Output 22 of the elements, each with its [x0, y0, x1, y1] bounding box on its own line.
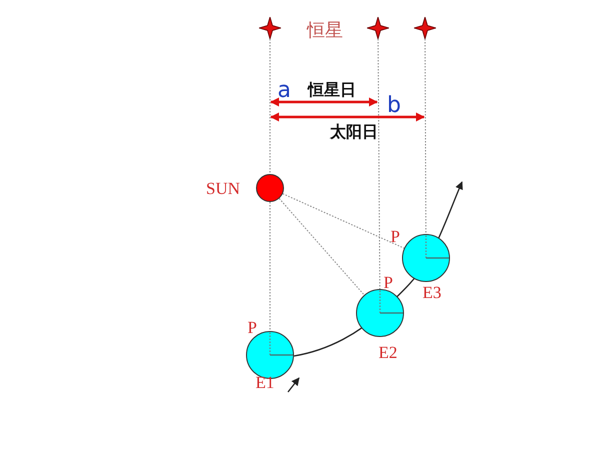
star-shape	[367, 17, 389, 39]
star-shape	[259, 17, 281, 39]
point-label: P	[384, 274, 393, 290]
point-label: P	[390, 228, 400, 244]
star-label: 恒星	[307, 21, 343, 39]
point-label: E2	[378, 344, 398, 360]
sun-circle	[256, 174, 284, 202]
earth-circle	[356, 289, 404, 337]
sight-line	[378, 38, 380, 290]
point-label: E1	[256, 374, 274, 390]
sight-line	[278, 198, 365, 296]
point-label: E3	[422, 284, 442, 300]
earth-circle	[402, 234, 450, 282]
dimension-letter: b	[387, 95, 401, 117]
point-label: SUN	[206, 180, 240, 196]
sight-line	[424, 38, 426, 234]
point-label: P	[248, 318, 257, 336]
sight-line	[282, 193, 405, 249]
dimension-label: 恒星日	[308, 82, 356, 98]
dimension-label: 太阳日	[330, 124, 378, 140]
star-shape	[414, 17, 436, 39]
dimension-letter: a	[278, 80, 291, 102]
